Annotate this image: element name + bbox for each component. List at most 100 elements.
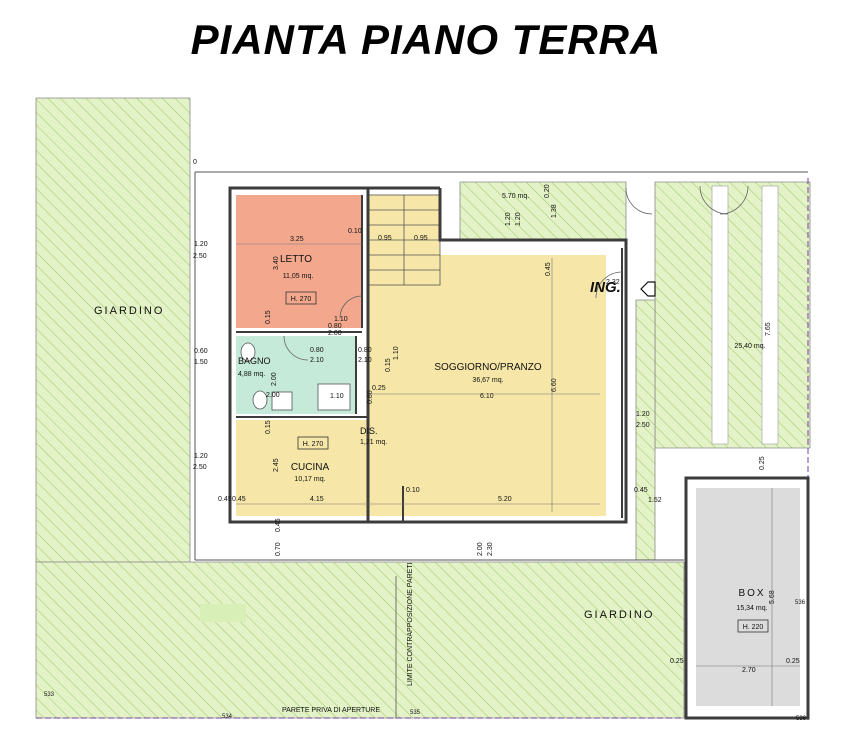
dim: 0.80 (328, 323, 342, 330)
room-soggiorno (368, 195, 606, 516)
dim: 2.00 (266, 392, 280, 399)
dim: 6.10 (480, 393, 494, 400)
dim: 3.25 (290, 236, 304, 243)
dim: 5.68 (769, 590, 776, 604)
dim: 0.70 (275, 542, 282, 556)
level: 535 (410, 710, 421, 716)
dim: 1.50 (194, 359, 208, 366)
outer-wall-east (368, 188, 628, 524)
garden-areas (35, 97, 811, 719)
dim: 2.00 (271, 372, 278, 386)
garden-east-strip (635, 299, 656, 561)
letto-area: 11,05 mq. (283, 273, 314, 280)
box-area: 15,34 mq. (736, 605, 767, 612)
dim: 1.20 (194, 241, 208, 248)
dim: 1.20 (194, 453, 208, 460)
dim: 0.80 (310, 347, 324, 354)
bagno-name: BAGNO (238, 356, 271, 366)
dis-name: DIS. (360, 426, 378, 436)
porch-area: 25,40 mq. (734, 343, 765, 350)
dim: 7.65 (765, 322, 772, 336)
box-height-box (737, 619, 769, 633)
dim: 0 (193, 159, 197, 166)
dim: 2.45 (273, 458, 280, 472)
parete-label: PARETE PRIVA DI APERTURE (282, 707, 380, 714)
dim: 2.70 (742, 667, 756, 674)
walls (228, 186, 628, 524)
dim: 0.95 (378, 235, 392, 242)
room-cucina (236, 420, 368, 516)
dim: 1.52 (648, 497, 662, 504)
dim: 1.20 (505, 212, 512, 226)
letto-name: LETTO (280, 254, 312, 265)
dim: 0.25 (670, 658, 684, 665)
dim: 2.00 (477, 542, 484, 556)
dis-area: 1,21 mq. (360, 439, 387, 446)
dimensions: 0 3.25 3.40 0.10 0.95 0.95 5.70 mq. 0.20… (44, 159, 807, 722)
cucina-height: H. 270 (303, 441, 324, 448)
dim: 2.50 (636, 422, 650, 429)
dim: 2.50 (193, 253, 207, 260)
dim: 2.10 (310, 357, 324, 364)
level: 534 (222, 714, 233, 720)
room-letto (236, 195, 362, 328)
dim: 0.45 (218, 496, 232, 503)
dim: 2.32 (606, 279, 620, 286)
dim: 0.45 (634, 487, 648, 494)
dim: 0.25 (372, 385, 386, 392)
dim: 5.70 mq. (502, 193, 529, 200)
paving-strip (761, 185, 779, 445)
level: 536 (795, 600, 806, 606)
dim: 0.15 (385, 358, 392, 372)
boundary-lines (36, 171, 809, 720)
soggiorno-area: 36,67 mq. (472, 377, 503, 384)
ingresso-label: ING. (590, 279, 621, 296)
dim: 0.25 (759, 456, 766, 470)
dim: 1.38 (551, 204, 558, 218)
box-name: BOX (738, 588, 765, 599)
level: 536 (796, 716, 807, 722)
labels: GIARDINO GIARDINO ING. LIMITE CONTRAPPOS… (94, 279, 656, 718)
box-height: H. 220 (743, 624, 764, 631)
dim: 1.10 (393, 346, 400, 360)
dim: 2.30 (487, 542, 494, 556)
bagno-area: 4,88 mq. (238, 371, 265, 378)
dim: 0.80 (367, 390, 374, 404)
entrance-arrow-icon (640, 281, 656, 297)
dim: 3.40 (273, 256, 280, 270)
dim: 0.80 (358, 347, 372, 354)
page-title: PIANTA PIANO TERRA (190, 16, 662, 63)
garden-west (35, 97, 191, 563)
dim: 0.10 (406, 487, 420, 494)
dim: 0.10 (348, 228, 362, 235)
cucina-name: CUCINA (291, 462, 330, 473)
room-fills (236, 195, 800, 706)
dim: 0.95 (414, 235, 428, 242)
level: 533 (44, 692, 55, 698)
dim: 0.60 (194, 348, 208, 355)
planter (200, 604, 246, 622)
door-swings (283, 185, 749, 361)
room-box (696, 488, 800, 706)
dim: 0.45 (275, 518, 282, 532)
dim: 1.20 (515, 212, 522, 226)
dim: 6.60 (551, 378, 558, 392)
limite-label: LIMITE CONTRAPPOSIZIONE PARETI (407, 562, 414, 686)
outer-wall (228, 186, 370, 524)
garden-porch (654, 181, 811, 449)
bathroom-fixtures (240, 342, 351, 411)
paving-strip (711, 185, 729, 445)
dim: 5.20 (498, 496, 512, 503)
room-labels: LETTO 11,05 mq. H. 270 BAGNO 4,88 mq. SO… (238, 254, 769, 633)
cucina-height-box (297, 436, 329, 450)
dimension-lines (236, 243, 800, 706)
soggiorno-name: SOGGIORNO/PRANZO (434, 362, 541, 373)
dim: 0.45 (545, 262, 552, 276)
dim: 0.15 (265, 310, 272, 324)
dim: 0.45 (232, 496, 246, 503)
letto-height-box (285, 291, 317, 305)
dim: 0.20 (544, 184, 551, 198)
giardino-south-label: GIARDINO (584, 609, 654, 621)
dim: 0.25 (786, 658, 800, 665)
